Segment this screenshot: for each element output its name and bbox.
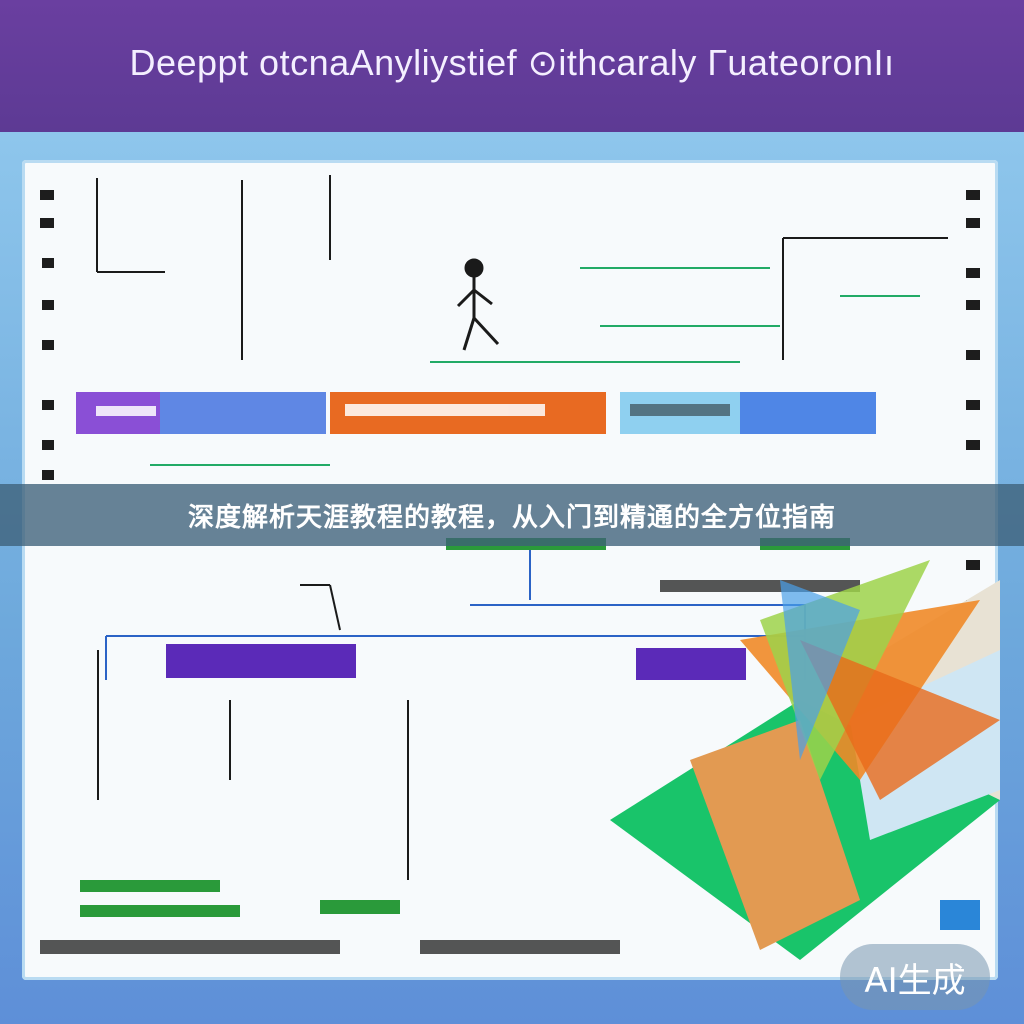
watermark-text: AI生成 [864, 960, 966, 1001]
header-band [0, 0, 1024, 132]
purple-labels [166, 644, 746, 680]
left-ladder [96, 175, 948, 880]
ai-generated-badge: AI生成 [840, 944, 990, 1010]
diagram-glyphs [40, 190, 980, 954]
title-banner: 深度解析天涯教程的教程，从入门到精通的全方位指南 [0, 484, 1024, 546]
page-title: Deeppt otcnaAnyliystief ⊙ithcaraly Гuate… [129, 42, 895, 83]
figure-icon [456, 258, 500, 351]
blue-connectors [105, 548, 806, 680]
green-connectors [150, 267, 920, 466]
banner-title: 深度解析天涯教程的教程，从入门到精通的全方位指南 [187, 502, 836, 533]
3d-isometric-scene [610, 560, 1000, 960]
